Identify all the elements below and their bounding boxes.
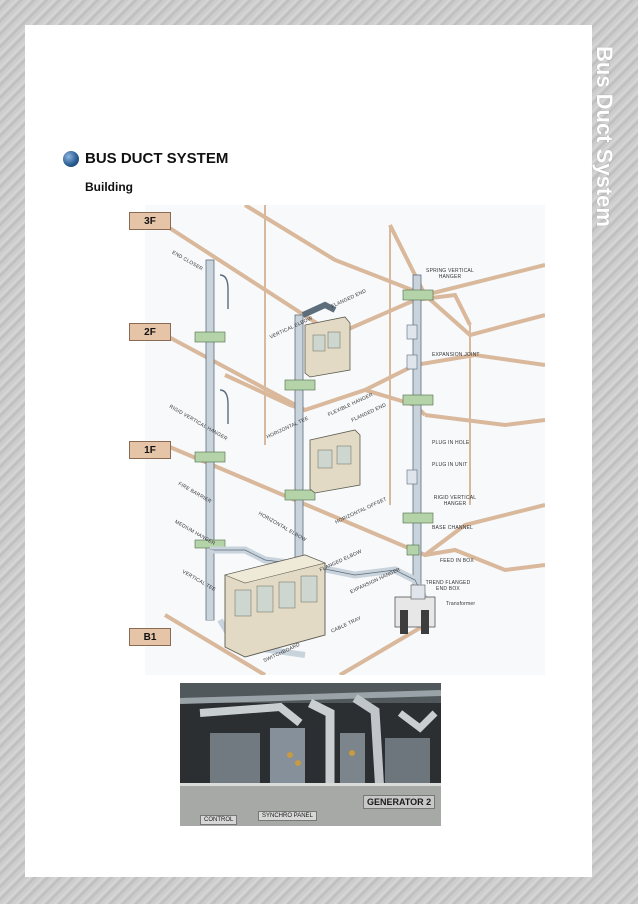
switchboard [224, 554, 326, 658]
generator-panel-label: GENERATOR 2 [363, 795, 436, 809]
section-heading-row: BUS DUCT SYSTEM [63, 150, 228, 167]
globe-bullet-icon [63, 150, 79, 167]
callout-expansion-joint: EXPANSION JOINT [432, 352, 480, 358]
installation-photo: GENERATOR 2 SYNCHRO PANEL CONTROL [180, 683, 441, 826]
synchro-panel-label: SYNCHRO PANEL [258, 811, 317, 821]
floor-badge-3f: 3F [129, 212, 171, 230]
diagram-drawing [145, 205, 545, 675]
floor-panels [304, 316, 361, 494]
callout-rigid-vertical-hanger-right: RIGID VERTICAL HANGER [433, 495, 477, 507]
bus-duct-diagram [125, 205, 545, 675]
floor-badge-1f: 1F [129, 441, 171, 459]
floor-badge-b1: B1 [129, 628, 171, 646]
callout-transformer: Transformer [446, 601, 476, 607]
callout-plug-in-hole: PLUG IN HOLE [432, 440, 470, 446]
callout-feed-in-box: FEED IN BOX [440, 558, 474, 564]
callout-spring-vertical-hanger: SPRING VERTICAL HANGER [426, 268, 474, 280]
side-title: Bus Duct System [592, 46, 617, 227]
left-riser [194, 259, 229, 621]
section-heading: BUS DUCT SYSTEM [85, 150, 229, 167]
control-panel-label: CONTROL [200, 815, 238, 825]
right-riser [402, 274, 434, 596]
floor-badge-2f: 2F [129, 323, 171, 341]
section-subheading: Building [85, 180, 133, 194]
callout-base-channel: BASE CHANNEL [432, 525, 474, 531]
transformer [394, 584, 436, 634]
callout-trend-flanged-end-box: TREND FLANGED END BOX [425, 580, 471, 592]
callout-plug-in-unit: PLUG IN UNIT [432, 462, 468, 468]
